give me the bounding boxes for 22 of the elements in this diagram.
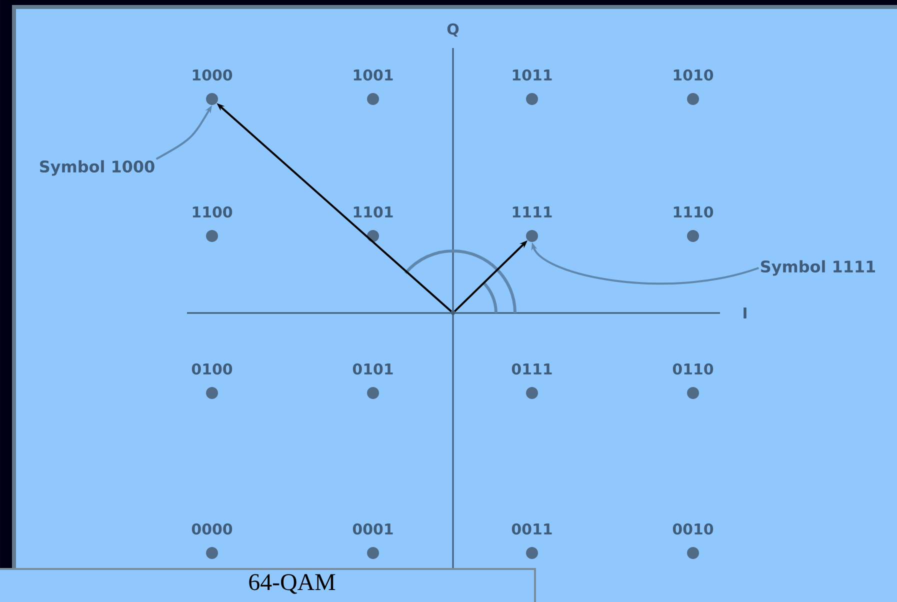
bit-label: 0100: [192, 363, 232, 375]
bit-label: 1000: [192, 69, 232, 81]
bit-label: 0111: [512, 363, 552, 375]
caption-band: 64-QAM: [0, 568, 536, 602]
symbol-label: Symbol 1000: [40, 160, 154, 176]
bit-label: 1001: [354, 69, 393, 81]
symbol-label: Symbol 1111: [761, 260, 876, 276]
bit-label: 1011: [512, 69, 552, 81]
bit-label: 1100: [192, 206, 232, 218]
bit-label: 0110: [672, 363, 714, 375]
bit-label: 0001: [352, 523, 393, 535]
bit-label: 0101: [352, 363, 393, 375]
bit-label: 0011: [512, 523, 552, 535]
bit-label: 0010: [672, 523, 714, 535]
axis-label: I: [744, 308, 746, 318]
bit-label: 1111: [512, 206, 552, 218]
axis-label: Q: [447, 23, 459, 37]
bit-label: 1110: [674, 206, 714, 218]
bit-label: 1010: [674, 69, 714, 81]
bit-label: 1101: [354, 206, 393, 218]
origin-point: [451, 310, 455, 315]
bit-label: 0000: [192, 523, 232, 535]
